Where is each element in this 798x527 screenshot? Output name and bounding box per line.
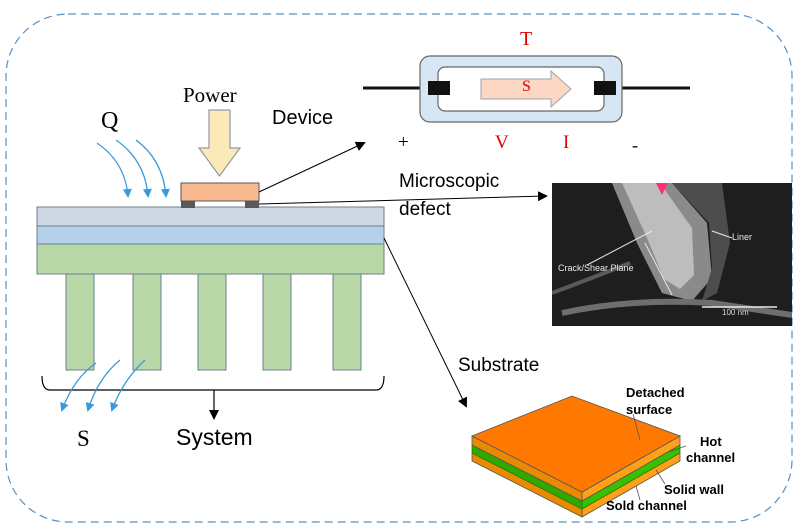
defect-pointer bbox=[258, 191, 548, 205]
fin-1 bbox=[65, 273, 95, 371]
hot-channel-label-2: channel bbox=[686, 450, 736, 465]
liner-label: Liner bbox=[732, 232, 753, 242]
leader-hot bbox=[667, 445, 687, 453]
plate-middle bbox=[36, 225, 385, 245]
terminal-left bbox=[428, 81, 450, 95]
substrate-label: Substrate bbox=[458, 355, 540, 376]
system-label: System bbox=[176, 424, 253, 450]
device-block bbox=[180, 182, 260, 202]
plate-top bbox=[36, 206, 385, 227]
power-label: Power bbox=[183, 83, 237, 107]
voltage-label: V bbox=[495, 132, 509, 153]
fin-2 bbox=[132, 273, 162, 371]
plus-terminal-label: + bbox=[398, 132, 409, 153]
plate-base bbox=[36, 243, 385, 275]
fin-4 bbox=[262, 273, 292, 371]
q-label: Q bbox=[101, 108, 119, 134]
minus-terminal-label: - bbox=[632, 135, 638, 155]
s-label: S bbox=[77, 426, 90, 451]
device-foot-left bbox=[181, 200, 195, 208]
solid-wall-label: Solid wall bbox=[664, 482, 724, 497]
leader-channel bbox=[635, 485, 641, 501]
entropy-flow-arrow bbox=[480, 69, 572, 109]
entropy-label: S bbox=[522, 78, 531, 95]
microscopic-defect-label-line2: defect bbox=[399, 199, 451, 220]
device-pointer bbox=[258, 141, 366, 193]
fin-3 bbox=[197, 273, 227, 371]
current-label: I bbox=[563, 132, 570, 153]
detached-surface-label-1: Detached bbox=[626, 385, 685, 400]
temperature-label: T bbox=[520, 28, 533, 50]
leader-wall bbox=[655, 469, 666, 485]
heat-in-arrow-1 bbox=[96, 142, 132, 198]
fin-5 bbox=[332, 273, 362, 371]
power-arrow bbox=[197, 109, 242, 178]
device-label: Device bbox=[272, 107, 334, 129]
substrate-top-surface bbox=[471, 395, 681, 493]
heat-out-arrow-3 bbox=[110, 359, 146, 412]
microscopic-defect-label-line1: Microscopic bbox=[399, 171, 500, 192]
sold-channel-label: Sold channel bbox=[606, 498, 687, 513]
heat-out-arrow-2 bbox=[85, 359, 121, 412]
detached-surface-label-2: surface bbox=[626, 402, 673, 417]
scale-bar-label: 100 nm bbox=[722, 308, 749, 317]
crack-label: Crack/Shear Plane bbox=[558, 263, 634, 273]
leader-detached bbox=[632, 413, 641, 441]
substrate-pointer bbox=[383, 237, 467, 408]
hot-channel-label-1: Hot bbox=[700, 434, 722, 449]
heat-in-arrow-3 bbox=[135, 139, 170, 198]
system-boundary bbox=[5, 13, 793, 523]
device-foot-right bbox=[245, 200, 259, 208]
heat-out-arrow-1 bbox=[60, 362, 97, 412]
system-bracket bbox=[41, 375, 385, 391]
terminal-right bbox=[594, 81, 616, 95]
microscopic-defect-image: Crack/Shear Plane Liner 100 nm bbox=[552, 183, 792, 326]
heat-in-arrow-2 bbox=[115, 139, 152, 198]
micrograph-drawing bbox=[552, 183, 792, 326]
